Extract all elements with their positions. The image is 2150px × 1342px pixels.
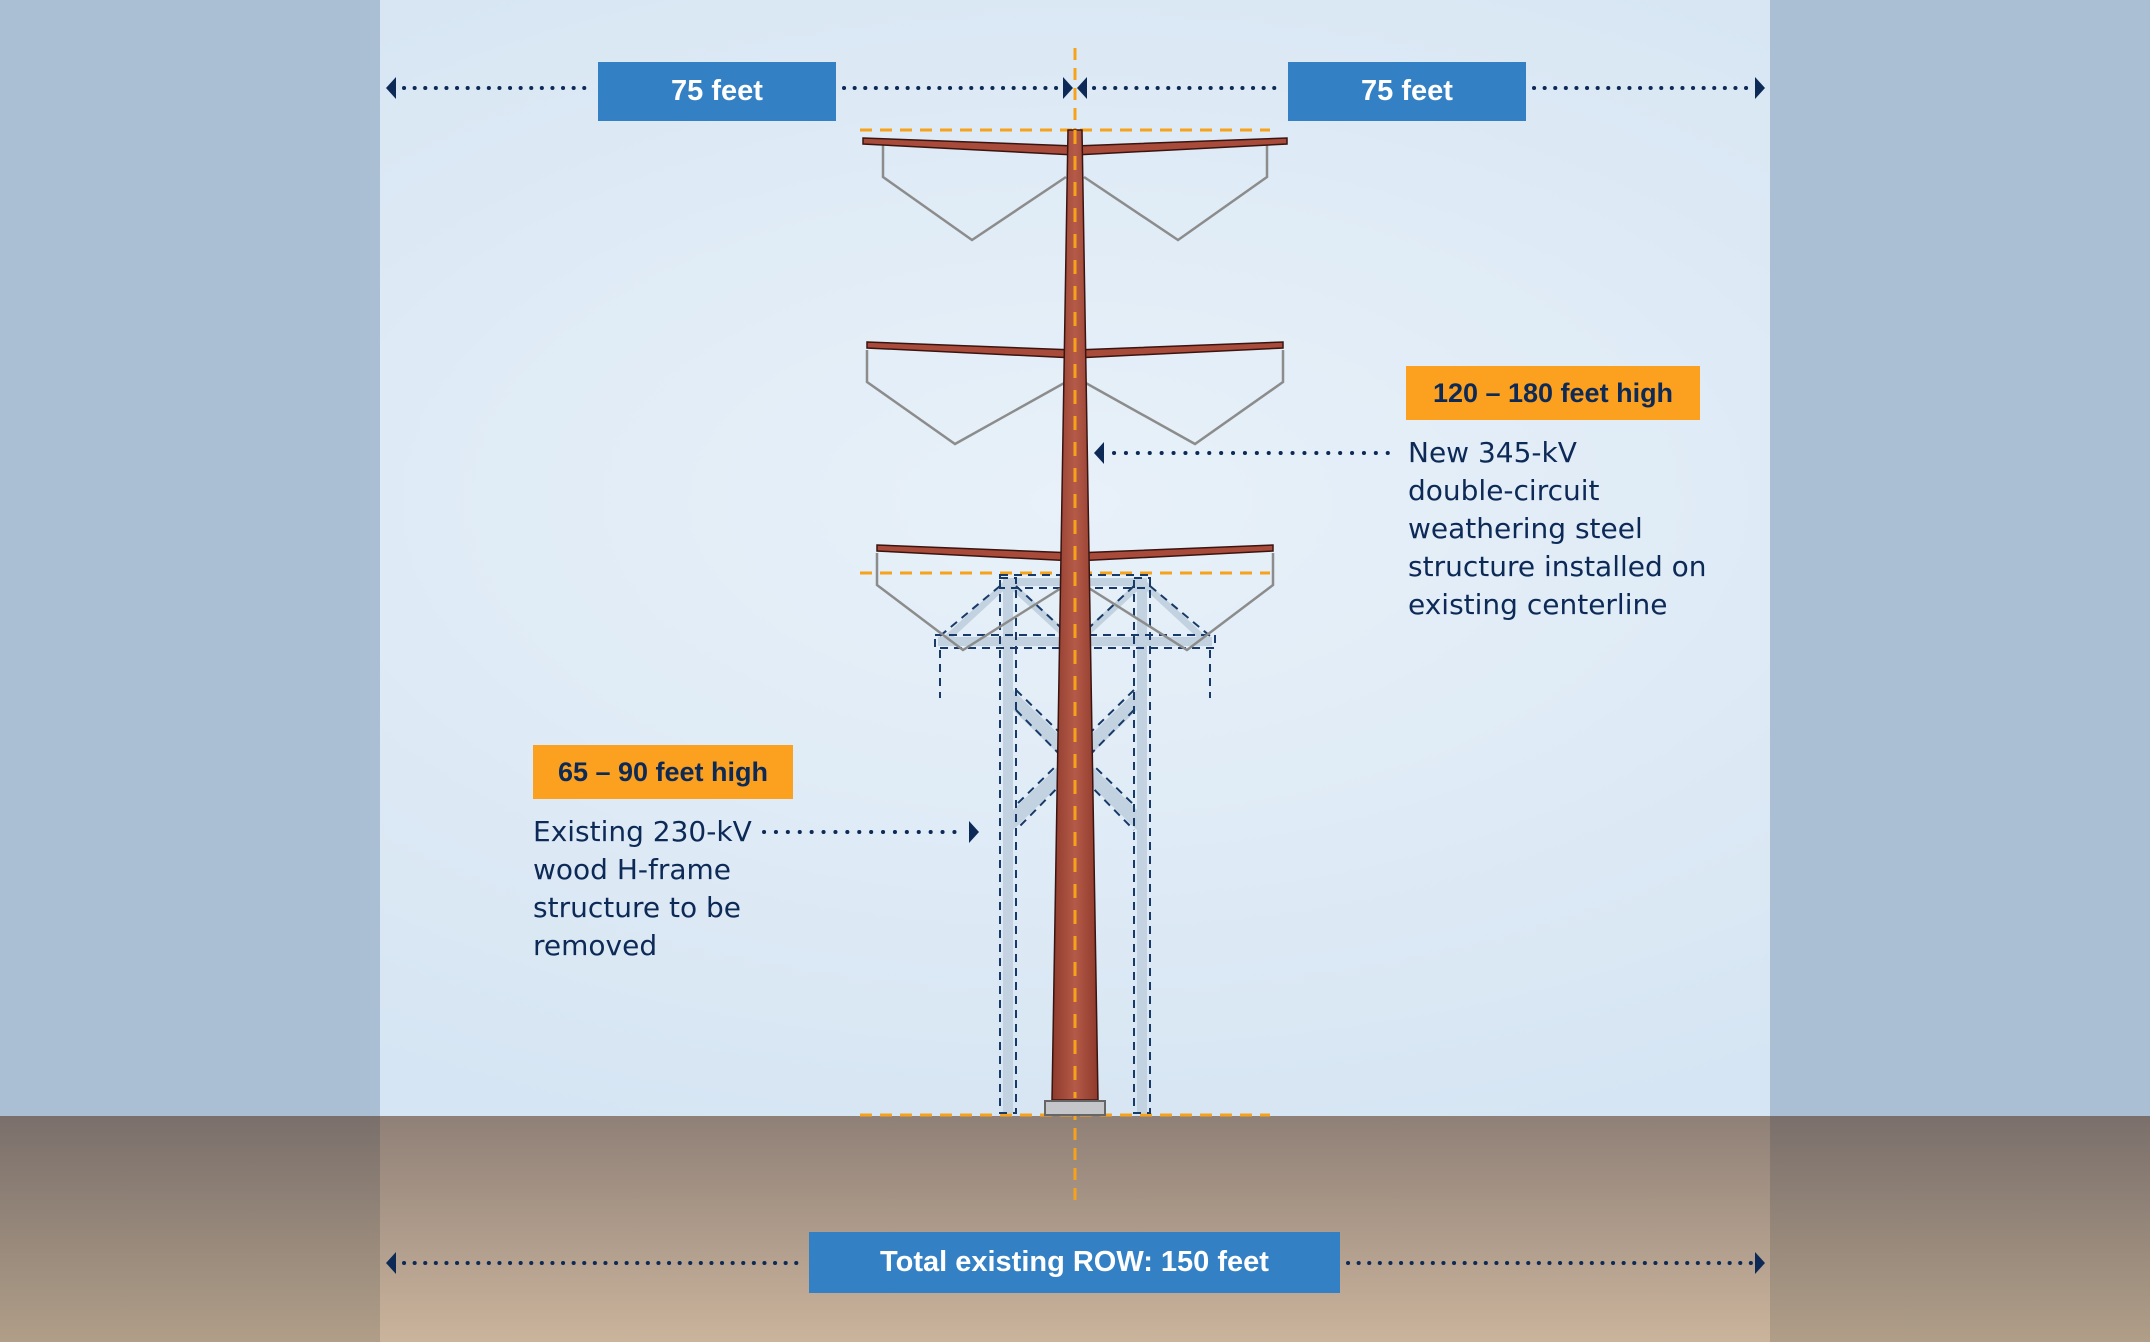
left-width-label: 75 feet <box>598 62 836 121</box>
callout-arrowhead-icon <box>1094 442 1104 464</box>
right-width-label: 75 feet <box>1288 62 1526 121</box>
left-outside-row-panel <box>0 0 380 1116</box>
callout-arrowhead-icon <box>969 821 979 843</box>
description-line: weathering steel <box>1408 512 1643 545</box>
description-line: New 345-kV <box>1408 436 1577 469</box>
description-line: Existing 230-kV <box>533 815 752 848</box>
total-row-label: Total existing ROW: 150 feet <box>809 1232 1340 1293</box>
left-arrowhead-icon <box>386 77 396 99</box>
right-arrowhead-icon <box>1755 77 1765 99</box>
description-line: structure installed on <box>1408 550 1707 583</box>
new-structure-height-badge: 120 – 180 feet high <box>1406 366 1700 420</box>
description-line: double-circuit <box>1408 474 1600 507</box>
center-arrowhead-right-icon <box>1077 77 1087 99</box>
description-line: existing centerline <box>1408 588 1668 621</box>
right-outside-row-panel <box>1770 0 2150 1116</box>
right-ground-side <box>1770 1116 2150 1342</box>
right-arrowhead-icon <box>1755 1252 1765 1274</box>
center-arrowhead-left-icon <box>1063 77 1073 99</box>
description-line: structure to be <box>533 891 741 924</box>
left-arrowhead-icon <box>386 1252 396 1274</box>
existing-structure-height-badge: 65 – 90 feet high <box>533 745 793 799</box>
new-structure-callout-arrow <box>1094 442 1392 464</box>
existing-structure-callout-arrow <box>762 821 979 843</box>
left-ground-side <box>0 1116 380 1342</box>
top-width-dimension <box>386 77 1765 99</box>
description-line: removed <box>533 929 658 962</box>
insulator-strings <box>865 145 1285 652</box>
existing-structure-description: Existing 230-kV wood H-frame structure t… <box>533 813 752 965</box>
new-structure-description: New 345-kV double-circuit weathering ste… <box>1408 434 1707 624</box>
description-line: wood H-frame <box>533 853 732 886</box>
pole-foundation <box>1044 1100 1106 1116</box>
total-row-dimension <box>386 1252 1765 1274</box>
